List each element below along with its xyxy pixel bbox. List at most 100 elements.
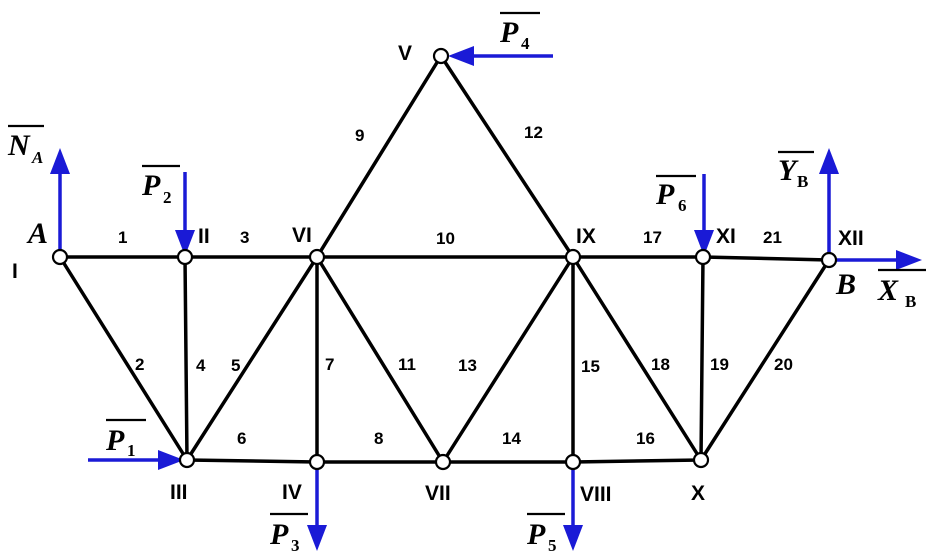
member-label-4: 4 [196, 356, 206, 375]
node-label-XII: XII [838, 227, 864, 250]
force-label-P3: P 3 [269, 512, 308, 555]
joint-III [178, 451, 196, 469]
member-label-15: 15 [581, 357, 600, 376]
force-subscript: 6 [678, 196, 687, 215]
force-subscript: B [797, 172, 808, 191]
member-label-18: 18 [651, 355, 670, 374]
member-16 [571, 458, 703, 464]
node-label-III: III [170, 481, 188, 504]
member-13 [441, 255, 575, 464]
force-label-P6: P 6 [655, 174, 696, 215]
member-label-8: 8 [374, 429, 383, 448]
node-label-VII: VII [425, 482, 451, 505]
member-label-16: 16 [636, 429, 655, 448]
node-labels: I II III IV V VI VII VIII IX X XI XII [12, 42, 864, 506]
force-subscript: 1 [127, 441, 136, 460]
force-label-P4: P 4 [499, 11, 540, 53]
member-label-7: 7 [325, 355, 334, 374]
force-letter: P [526, 518, 546, 551]
joint-I [51, 248, 69, 266]
member-4 [183, 255, 189, 462]
member-label-6: 6 [237, 429, 246, 448]
truss-members [58, 54, 831, 464]
joint-IX [564, 248, 582, 266]
reaction-NA-arrowhead [50, 148, 70, 174]
node-label-VI: VI [292, 224, 312, 247]
force-arrows [50, 46, 922, 551]
force-subscript: 4 [521, 34, 530, 53]
node-label-IX: IX [576, 225, 596, 248]
member-label-19: 19 [710, 355, 729, 374]
force-P1-arrowhead [158, 450, 184, 470]
node-label-X: X [691, 482, 705, 505]
force-subscript: 3 [291, 536, 300, 555]
force-letter: P [141, 169, 161, 202]
reaction-XB-arrowhead [896, 250, 922, 270]
force-P6-arrowhead [694, 230, 714, 256]
node-label-IV: IV [282, 481, 302, 504]
force-label-P5: P 5 [526, 512, 565, 555]
force-label-P1: P 1 [105, 418, 146, 460]
force-subscript: 5 [548, 536, 557, 555]
member-label-3: 3 [240, 228, 249, 247]
member-label-12: 12 [524, 123, 543, 142]
joint-X [692, 451, 710, 469]
member-label-1: 1 [118, 228, 127, 247]
member-21 [701, 255, 831, 262]
joint-IV [308, 453, 326, 471]
member-label-10: 10 [436, 229, 455, 248]
reaction-YB-arrowhead [819, 148, 839, 174]
force-subscript: B [905, 292, 916, 311]
member-20 [699, 258, 831, 462]
force-P5-arrowhead [563, 525, 583, 551]
force-letter: P [269, 518, 289, 551]
member-label-13: 13 [458, 356, 477, 375]
member-6 [185, 458, 319, 464]
joint-VI [308, 248, 326, 266]
force-letter: P [499, 16, 519, 49]
force-label-P2: P 2 [141, 164, 180, 207]
joint-II [176, 248, 194, 266]
force-letter: P [655, 178, 675, 211]
member-label-14: 14 [502, 429, 521, 448]
node-label-I: I [12, 260, 18, 283]
member-label-9: 9 [355, 126, 364, 145]
force-label-YB: Y B [778, 150, 814, 191]
force-label-NA: N A [7, 124, 44, 167]
force-label-XB: X B [877, 268, 926, 311]
support-label-A: A [26, 217, 48, 250]
member-label-20: 20 [774, 355, 793, 374]
member-5 [185, 255, 319, 462]
force-subscript: 2 [163, 188, 172, 207]
member-2 [58, 255, 189, 462]
force-letter: X [877, 274, 899, 307]
support-label-B: B [835, 268, 856, 301]
joint-V [432, 47, 450, 65]
force-letter: Y [778, 154, 799, 187]
node-label-V: V [398, 42, 412, 65]
member-label-21: 21 [763, 228, 782, 247]
member-label-11: 11 [398, 355, 416, 374]
member-19 [699, 255, 705, 462]
force-letter: N [7, 129, 31, 162]
joint-VII [434, 453, 452, 471]
joint-XII [820, 251, 838, 269]
member-11 [315, 255, 445, 464]
member-label-17: 17 [643, 228, 662, 247]
force-P2-arrowhead [175, 230, 195, 256]
truss-joints [51, 47, 838, 471]
force-subscript: A [31, 148, 43, 167]
force-P3-arrowhead [307, 525, 327, 551]
node-label-VIII: VIII [580, 483, 612, 506]
member-12 [439, 54, 575, 259]
force-letter: P [105, 424, 125, 457]
node-label-II: II [198, 225, 210, 248]
force-P4-arrowhead [448, 46, 474, 66]
member-label-2: 2 [135, 355, 144, 374]
node-label-XI: XI [716, 225, 736, 248]
member-label-5: 5 [231, 356, 240, 375]
member-9 [315, 54, 443, 259]
member-18 [571, 255, 703, 462]
